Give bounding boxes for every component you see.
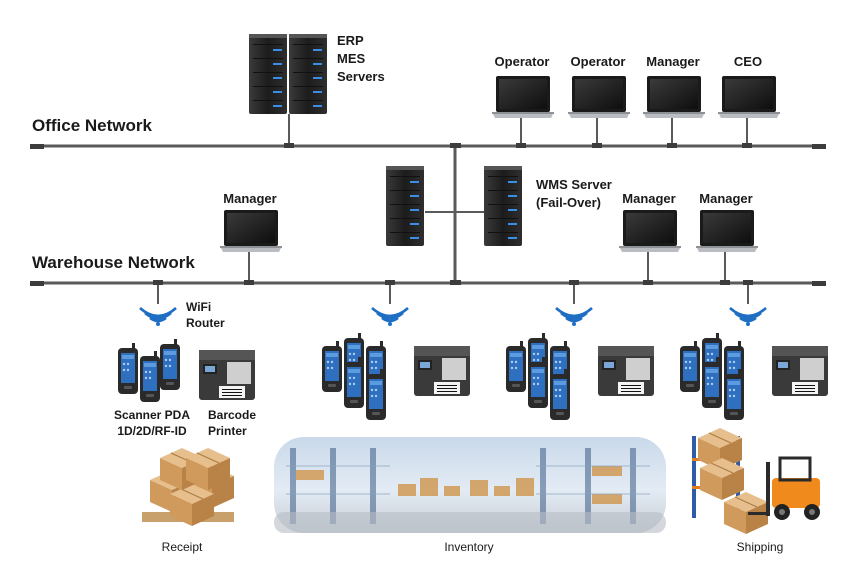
wifi-router-4	[728, 280, 768, 328]
warehouse-network-title: Warehouse Network	[32, 253, 195, 272]
warehouse-manager-right-2-label: Manager	[699, 191, 753, 206]
barcode-printer-label: Barcode Printer	[208, 408, 257, 438]
erp-mes-server-rack	[249, 34, 327, 148]
office-network-title: Office Network	[32, 116, 152, 135]
cluster-devices-2	[506, 333, 654, 420]
scanner-pda-label: Scanner PDA 1D/2D/RF-ID	[113, 408, 191, 438]
wms-server-failover	[484, 166, 522, 246]
office-workstation-1	[492, 76, 554, 148]
wms-server-primary	[386, 166, 424, 246]
office-workstation-2	[568, 76, 630, 148]
inventory-label: Inventory	[444, 540, 494, 554]
wms-server-label: WMS Server (Fail-Over)	[536, 177, 612, 210]
office-workstation-3	[643, 76, 705, 148]
office-network-bus	[30, 144, 826, 149]
office-workstation-2-label: Operator	[570, 54, 626, 69]
cluster-devices-1	[322, 333, 470, 420]
receipt-pallet-boxes	[142, 447, 235, 527]
warehouse-inventory-photo	[274, 437, 666, 533]
forklift-icon	[748, 456, 820, 520]
shipping-rack-forklift	[692, 427, 820, 535]
wifi-router-3	[554, 280, 594, 328]
office-workstation-4-label: CEO	[733, 54, 763, 69]
wifi-router-label: WiFi Router	[186, 300, 225, 330]
office-workstation-1-label: Operator	[494, 54, 550, 69]
receipt-devices	[118, 339, 255, 402]
shipping-label: Shipping	[736, 540, 784, 554]
warehouse-manager-laptop-left	[220, 210, 282, 285]
cluster-devices-3	[680, 333, 828, 420]
office-workstation-4	[718, 76, 780, 148]
warehouse-manager-laptop-right-1	[619, 210, 681, 285]
wifi-router-1	[138, 280, 178, 328]
wifi-router-2	[370, 280, 410, 328]
office-workstation-3-label: Manager	[646, 54, 700, 69]
erp-mes-servers-label: ERP MES Servers	[337, 33, 385, 84]
warehouse-manager-laptop-right-2	[696, 210, 758, 285]
warehouse-network-bus	[30, 280, 826, 286]
receipt-label: Receipt	[161, 540, 203, 554]
warehouse-manager-right-1-label: Manager	[622, 191, 676, 206]
network-backbone	[425, 143, 484, 282]
warehouse-manager-left-label: Manager	[223, 191, 277, 206]
